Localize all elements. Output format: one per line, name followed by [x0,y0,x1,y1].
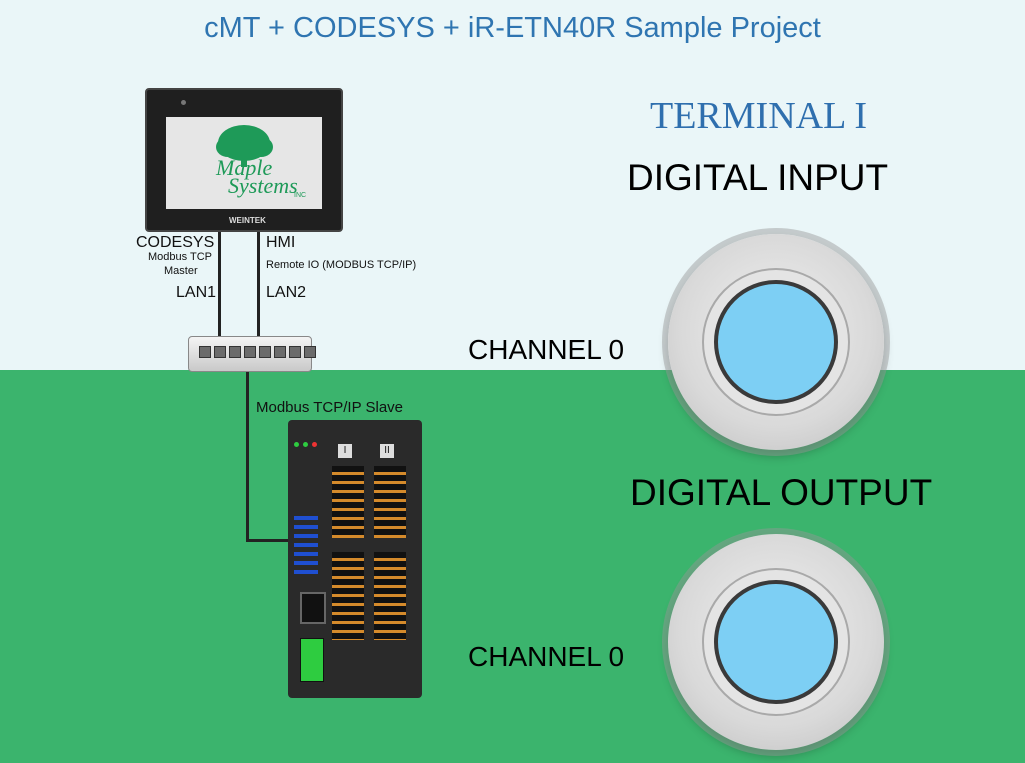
lan2-label: LAN2 [266,284,307,301]
switch-port [289,346,301,358]
codesys-label: CODESYS [136,234,215,251]
switch-port [199,346,211,358]
hmi-label: HMI [266,234,296,251]
status-led [303,442,308,447]
power-connector [300,638,324,682]
lan2-cable [257,232,260,340]
status-led [312,442,317,447]
digital-input-heading: DIGITAL INPUT [627,157,889,198]
terminal-block-4 [374,552,406,640]
slot1-label: I [338,444,352,458]
terminal-block-3 [332,552,364,640]
switch-port [244,346,256,358]
module-status-leds [294,442,317,447]
terminal-block-1 [332,466,364,538]
hmi-device: Maple Systems INC WEINTEK [145,88,343,232]
digital-output-heading: DIGITAL OUTPUT [630,472,933,513]
hmi-maker-label: WEINTEK [229,216,266,225]
hmi-screen: Maple Systems INC [166,117,322,209]
modbus-tcp-label: Modbus TCP [148,251,212,263]
lan1-cable [218,232,221,340]
hmi-brand-line2: Systems [228,173,298,198]
terminal-block-2 [374,466,406,538]
lan1-label: LAN1 [176,284,217,301]
ethernet-port [300,592,326,624]
switch-port [304,346,316,358]
digital-input-channel-label: CHANNEL 0 [468,334,625,365]
master-label: Master [164,265,198,277]
network-switch [188,336,316,372]
digital-input-lamp[interactable] [668,234,884,450]
background-bottom [0,370,1025,763]
digital-output-channel-label: CHANNEL 0 [468,641,625,672]
status-led [294,442,299,447]
switch-ports [199,346,316,358]
page-title: cMT + CODESYS + iR-ETN40R Sample Project [204,12,821,44]
lamp-lens [714,580,838,704]
switch-port [259,346,271,358]
remote-io-label: Remote IO (MODBUS TCP/IP) [266,259,417,271]
slot2-label: II [380,444,394,458]
hmi-brand-suffix: INC [294,192,307,199]
slave-label: Modbus TCP/IP Slave [256,399,404,416]
hmi-brand-line1: Maple [216,155,273,180]
io-module: I II [288,420,422,698]
lamp-lens [714,280,838,404]
io-cable-horizontal [246,539,290,542]
dip-switches [294,516,318,576]
terminal-label: TERMINAL I [650,95,868,137]
hmi-camera-dot [181,100,186,105]
switch-to-io-cable [246,372,249,542]
switch-port [274,346,286,358]
switch-port [229,346,241,358]
tree-logo-icon [216,125,273,167]
switch-port [214,346,226,358]
digital-output-lamp[interactable] [668,534,884,750]
